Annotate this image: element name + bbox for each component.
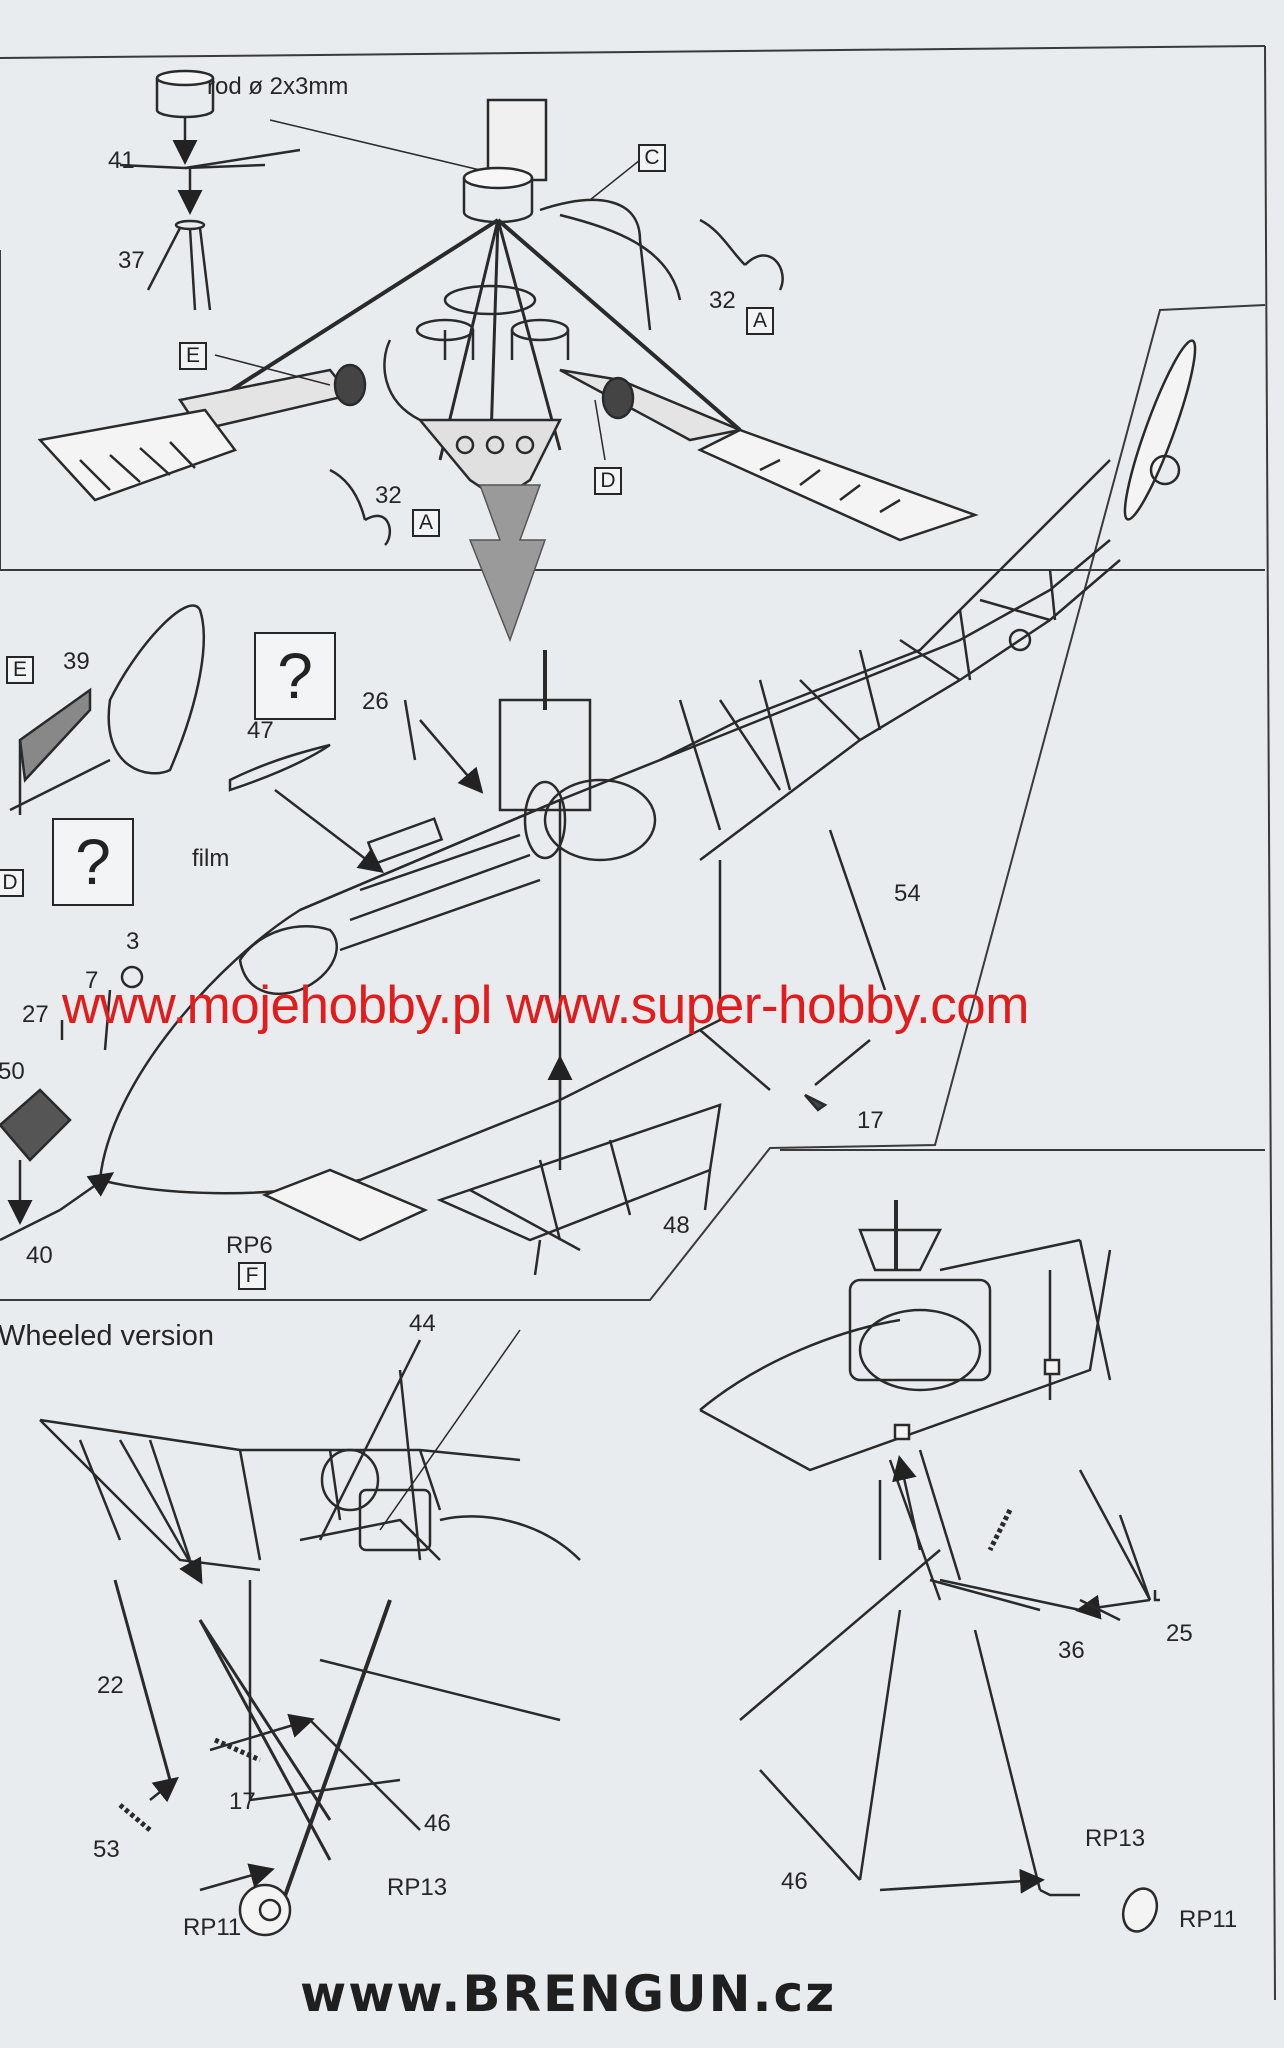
question-mark-box-bottom: ? <box>52 818 134 906</box>
watermark-text: www.mojehobby.pl www.super-hobby.com <box>62 976 1029 1035</box>
label-part-3: 3 <box>126 928 140 955</box>
panel-borders <box>0 45 1276 2001</box>
label-rp6: RP6 <box>226 1232 273 1259</box>
label-part-32-right: 32 <box>709 287 736 314</box>
marker-box-d-mid: D <box>0 869 24 897</box>
question-mark-box-top: ? <box>254 632 336 720</box>
label-part-32-left: 32 <box>375 482 402 509</box>
marker-box-e-mid: E <box>6 656 34 684</box>
label-part-36: 36 <box>1058 1637 1085 1664</box>
marker-box-a-left: A <box>412 509 440 537</box>
label-part-48: 48 <box>663 1212 690 1239</box>
rotor-head-assembly <box>37 69 979 546</box>
marker-box-d-top: D <box>594 467 622 495</box>
label-part-44: 44 <box>409 1310 436 1337</box>
label-part-47: 47 <box>247 717 274 744</box>
label-rod: rod ø 2x3mm <box>207 73 349 100</box>
wheeled-version-heading: Wheeled version <box>0 1320 214 1352</box>
wheeled-left-drawing <box>39 1339 581 1937</box>
footer-brand-url: www.BRENGUN.cz <box>300 1965 837 2023</box>
marker-box-e-top: E <box>179 342 207 370</box>
label-part-54: 54 <box>894 880 921 907</box>
label-part-39: 39 <box>63 648 90 675</box>
marker-box-c: C <box>638 144 666 172</box>
fuselage-assembly <box>0 339 1197 1276</box>
label-rp11-left: RP11 <box>183 1914 242 1941</box>
label-film: film <box>192 845 230 872</box>
label-part-40: 40 <box>26 1242 53 1269</box>
marker-box-a-right: A <box>746 307 774 335</box>
label-part-50: 50 <box>0 1058 25 1085</box>
label-rp13-left: RP13 <box>387 1874 448 1901</box>
wheeled-right-drawing <box>699 1200 1160 1933</box>
label-part-46-left: 46 <box>424 1810 451 1837</box>
label-rp13-right: RP13 <box>1085 1825 1146 1852</box>
label-rp11-right: RP11 <box>1179 1906 1238 1933</box>
label-part-17-mid: 17 <box>857 1107 884 1134</box>
label-part-25: 25 <box>1166 1620 1193 1647</box>
assembly-arrow <box>468 484 547 643</box>
label-part-7: 7 <box>85 967 99 994</box>
label-part-53: 53 <box>93 1836 120 1863</box>
label-part-41: 41 <box>108 147 135 174</box>
label-part-17-bottom: 17 <box>229 1788 256 1815</box>
label-part-27: 27 <box>22 1001 49 1028</box>
label-part-37: 37 <box>118 247 145 274</box>
label-part-22: 22 <box>97 1672 124 1699</box>
marker-box-f: F <box>238 1262 266 1290</box>
label-part-26: 26 <box>362 688 389 715</box>
leader-lines <box>214 119 641 1531</box>
label-part-46-right: 46 <box>781 1868 808 1895</box>
